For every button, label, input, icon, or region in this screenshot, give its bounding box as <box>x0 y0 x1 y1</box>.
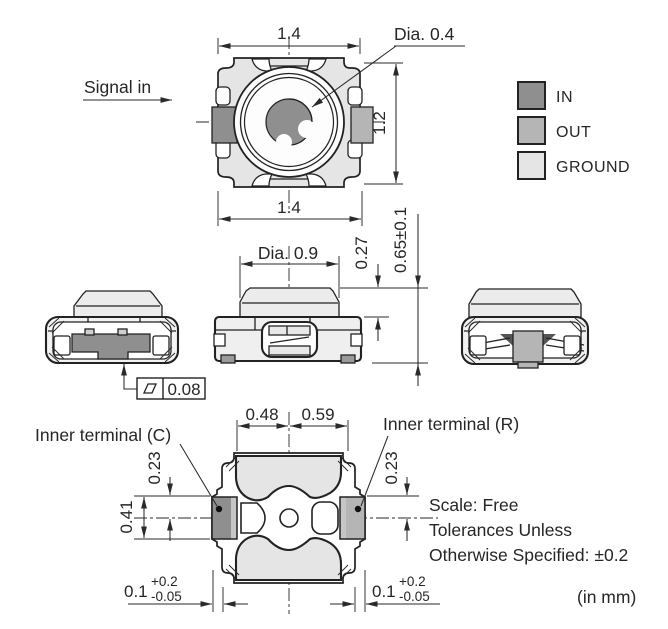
dim-width-bottom: 1.4 <box>277 198 301 217</box>
dim-protrusion-right-lower: -0.05 <box>399 589 430 604</box>
dim-offset-right: 0.59 <box>301 405 334 424</box>
legend-out-swatch <box>517 116 546 145</box>
dim-protrusion-right-upper: +0.2 <box>399 574 426 589</box>
top-view <box>211 57 374 188</box>
right-side-view <box>460 288 590 369</box>
dim-width-top: 1.4 <box>277 24 301 43</box>
corner-hatching <box>464 317 586 364</box>
units-note: (in mm) <box>577 587 636 607</box>
flatness-value: 0.08 <box>167 380 200 399</box>
notes-block: Scale: Free Tolerances Unless Otherwise … <box>429 495 636 607</box>
inner-terminal-r-label: Inner terminal (R) <box>383 414 519 434</box>
top-view-dimensions: 1.4 1.4 1.2 Dia. 0.4 <box>217 24 465 226</box>
legend-in-label: IN <box>556 89 573 106</box>
ground-pad-top <box>234 454 343 502</box>
signal-in-label: Signal in <box>84 77 151 97</box>
right-view-out-terminal <box>512 330 544 363</box>
front-view-dimensions: Dia. 0.9 0.27 0.65±0.1 <box>239 207 428 386</box>
corner-hatching <box>48 317 176 363</box>
dim-cap-height: 0.27 <box>352 236 371 269</box>
signal-in-annotation: Signal in <box>83 77 172 103</box>
leader-dot-r <box>354 505 362 513</box>
dim-offset-left: 0.48 <box>245 405 278 424</box>
inner-terminal-c-label: Inner terminal (C) <box>35 425 171 445</box>
note-tolerance-1: Tolerances Unless <box>429 520 572 540</box>
inner-terminal-r <box>339 496 366 540</box>
note-scale: Scale: Free <box>429 495 518 515</box>
dim-protrusion-left: 0.1 <box>124 582 148 601</box>
legend-out-label: OUT <box>556 124 591 141</box>
terminal-legend: IN OUT GROUND <box>517 81 630 180</box>
legend-ground-label: GROUND <box>556 159 630 176</box>
dim-protrusion-right: 0.1 <box>372 582 396 601</box>
top-view-in-terminal <box>211 106 238 144</box>
dim-protrusion-left-upper: +0.2 <box>151 574 178 589</box>
dim-c-offset: 0.23 <box>145 451 164 484</box>
dim-r-offset: 0.23 <box>382 451 401 484</box>
rotor-slot <box>265 98 316 150</box>
note-tolerance-2: Otherwise Specified: ±0.2 <box>429 545 628 565</box>
flatness-symbol-icon <box>142 383 158 394</box>
inner-terminal-c <box>211 496 238 540</box>
bottom-view <box>211 452 366 584</box>
dim-c-width: 0.41 <box>117 500 136 533</box>
dim-protrusion-left-lower: -0.05 <box>151 589 182 604</box>
left-side-view <box>44 290 180 365</box>
flatness-callout: 0.08 <box>121 364 206 400</box>
corner-hatching <box>225 457 352 579</box>
top-view-out-terminal <box>350 106 374 144</box>
rotor-dia-label: Dia. 0.9 <box>258 243 318 263</box>
ground-pad-bottom <box>234 534 343 582</box>
leader-dot-c <box>215 505 223 513</box>
legend-in-swatch <box>517 81 546 110</box>
hole-dia-label: Dia. 0.4 <box>394 24 455 44</box>
legend-ground-swatch <box>517 151 546 180</box>
left-view-in-metal <box>71 333 151 360</box>
bottom-view-dimensions: 0.48 0.59 0.23 0.41 0.23 0.1 +0.2 -0.05 … <box>35 405 519 612</box>
dim-total-height: 0.65±0.1 <box>391 207 410 273</box>
front-view <box>213 287 363 364</box>
dim-height: 1.2 <box>370 111 389 135</box>
